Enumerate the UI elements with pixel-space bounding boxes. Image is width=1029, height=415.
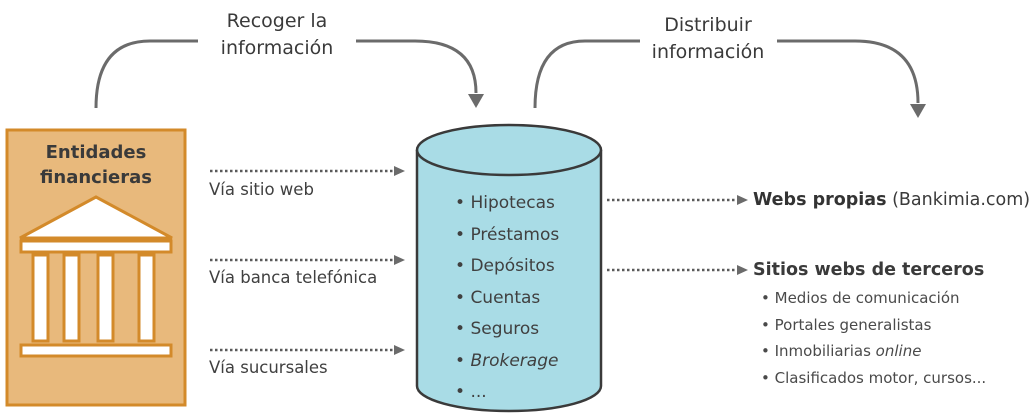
own-webs-normal: (Bankimia.com): [892, 190, 1029, 210]
channel-label-phone: Vía banca telefónica: [209, 268, 378, 287]
list-item: • Brokerage: [455, 350, 559, 371]
site-label: Inmobiliarias: [774, 342, 876, 360]
product-label: Depósitos: [470, 256, 555, 276]
channel-label-branches: Vía sucursales: [209, 358, 328, 377]
site-label: Clasificados motor, cursos...: [774, 368, 987, 387]
list-item: • Préstamos: [455, 224, 560, 245]
source-title-line1: Entidades: [45, 142, 147, 163]
database-cylinder-icon: [415, 123, 603, 413]
distribute-curve-arrow: [533, 39, 920, 109]
list-item: • Portales generalistas: [761, 315, 932, 334]
list-item: • Seguros: [455, 319, 540, 339]
list-item: • Hipotecas: [455, 193, 555, 213]
distribute-label-line1: Distribuir: [664, 14, 752, 36]
product-label: ...: [470, 382, 487, 402]
list-item: • Medios de comunicación: [761, 289, 960, 307]
product-label: Seguros: [470, 319, 540, 339]
distribute-label-line2: información: [651, 41, 765, 63]
third-party-sites-label: Sitios webs de terceros: [753, 260, 985, 280]
bank-building-icon: [19, 195, 173, 358]
third-party-sites-list: • Medios de comunicación • Portales gene…: [761, 285, 986, 391]
list-item: • Clasificados motor, cursos...: [761, 368, 987, 387]
own-webs-bold: Webs propias: [753, 190, 887, 210]
product-label: Cuentas: [470, 287, 541, 308]
site-label: Medios de comunicación: [774, 289, 960, 307]
database-product-list: • Hipotecas • Préstamos • Depósitos • Cu…: [455, 188, 559, 409]
output-arrows: [607, 195, 748, 275]
site-label-italic: online: [875, 342, 922, 360]
source-title-line2: financieras: [40, 167, 152, 188]
channel-label-web: Vía sitio web: [209, 180, 314, 199]
collect-curve-arrow: [94, 39, 478, 109]
collect-arrowhead-icon: [468, 94, 484, 108]
collect-label-line1: Recoger la: [226, 10, 328, 32]
source-title: Entidades financieras: [28, 140, 164, 190]
own-webs-label: Webs propias (Bankimia.com): [753, 189, 1029, 211]
distribute-arrowhead-icon: [910, 104, 926, 118]
list-item: • Cuentas: [455, 287, 541, 308]
site-label: Portales generalistas: [774, 315, 932, 334]
list-item: • Inmobiliarias online: [761, 342, 922, 360]
list-item: • Depósitos: [455, 256, 555, 276]
distribute-label: Distribuir información: [638, 12, 778, 66]
channel-arrows: [210, 166, 405, 355]
collect-label: Recoger la información: [200, 8, 354, 62]
product-label: Préstamos: [470, 224, 560, 245]
product-label: Brokerage: [470, 350, 559, 371]
collect-label-line2: información: [220, 37, 334, 59]
product-label: Hipotecas: [470, 193, 555, 213]
list-item: • ...: [455, 382, 487, 402]
